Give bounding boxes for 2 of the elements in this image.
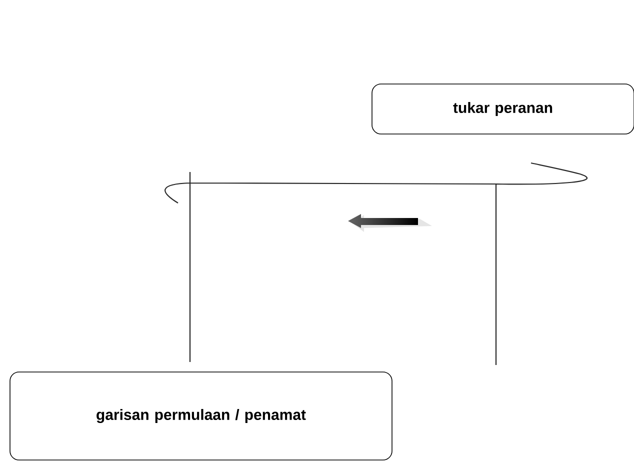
text-box: tukar peranan bbox=[372, 84, 634, 134]
text-box: garisan permulaan / penamat bbox=[10, 372, 392, 460]
